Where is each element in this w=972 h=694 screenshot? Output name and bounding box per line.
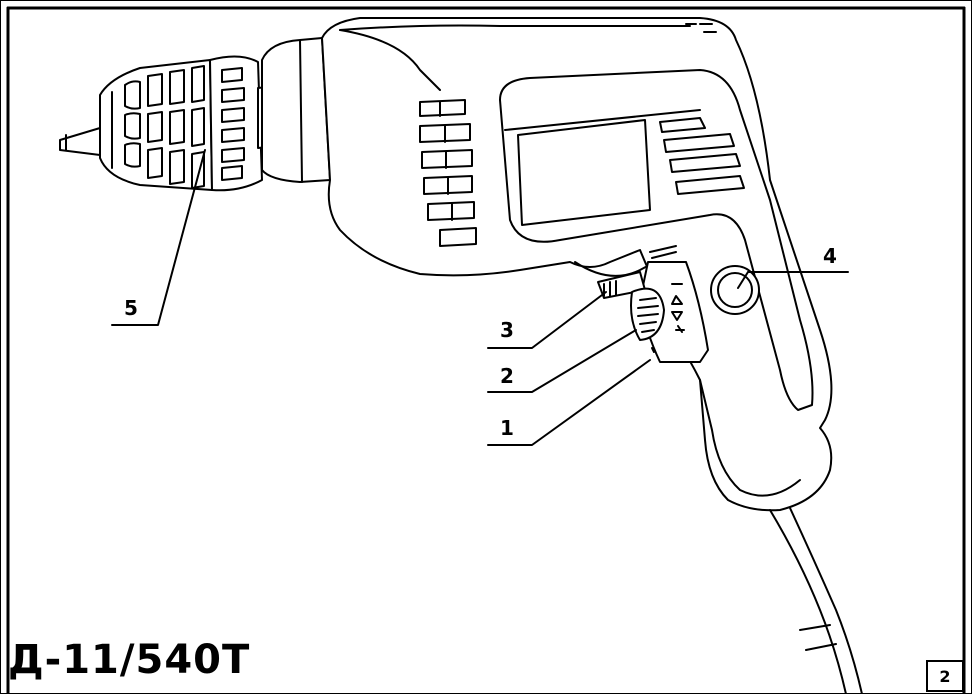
- callout-2-label: 2: [500, 364, 514, 388]
- callout-1-label: 1: [500, 416, 514, 440]
- callout-5-label: 5: [124, 296, 138, 320]
- page-number: 2: [939, 666, 951, 686]
- model-label: Д-11/540T: [8, 637, 251, 683]
- page-number-box: 2: [926, 660, 964, 692]
- callout-3-label: 3: [500, 318, 514, 342]
- callout-4-label: 4: [823, 244, 837, 268]
